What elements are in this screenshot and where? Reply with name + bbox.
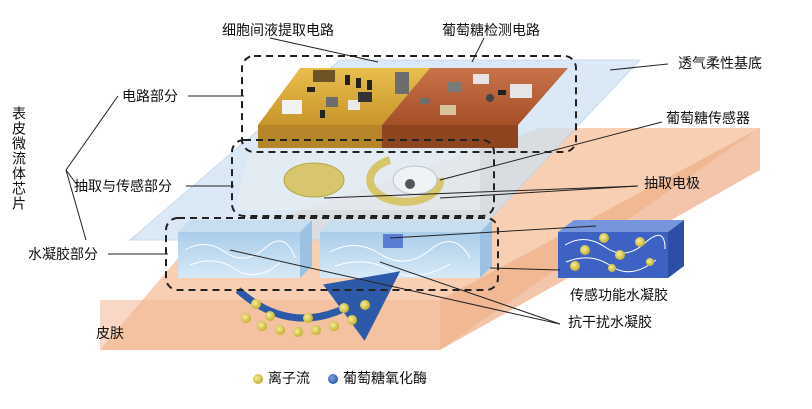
extraction-electrode-disc xyxy=(283,162,345,198)
label-glucose-sensor: 葡萄糖传感器 xyxy=(666,111,750,127)
label-anti-interference-hydrogel: 抗干扰水凝胶 xyxy=(568,315,652,331)
ion-dots xyxy=(241,299,370,337)
label-skin: 皮肤 xyxy=(96,326,124,342)
circuit-part-box xyxy=(241,55,577,153)
label-sensing-hydrogel: 传感功能水凝胶 xyxy=(570,288,668,304)
label-extraction-electrode: 抽取电极 xyxy=(644,176,700,192)
leader-lines xyxy=(65,37,669,325)
vertical-title: 表皮微流体芯片 xyxy=(10,106,26,211)
label-breathable-substrate: 透气柔性基底 xyxy=(678,56,762,72)
label-circuit-part: 电路部分 xyxy=(122,89,178,105)
sensing-hydrogel-inset xyxy=(558,220,684,278)
legend-glucose-oxidase: 葡萄糖氧化酶 xyxy=(343,371,427,387)
blue-dot-icon xyxy=(328,374,338,384)
extraction-sensing-layer xyxy=(235,150,480,210)
label-extraction-sensing-part: 抽取与传感部分 xyxy=(74,179,172,195)
hydrogel-left-block xyxy=(178,220,312,278)
label-hydrogel-part: 水凝胶部分 xyxy=(28,247,98,263)
hydrogel-right-block xyxy=(320,220,492,278)
extraction-part-box xyxy=(231,139,495,217)
legend-ion-flow: 离子流 xyxy=(268,371,310,387)
pcb-isf-extraction xyxy=(258,68,430,148)
pcb-glucose-detection xyxy=(382,68,568,148)
glucose-sensor-ring xyxy=(366,156,445,206)
yellow-dot-icon xyxy=(253,374,263,384)
label-isf-extraction-circuit: 细胞间液提取电路 xyxy=(222,23,334,39)
label-glucose-detection-circuit: 葡萄糖检测电路 xyxy=(442,23,540,39)
